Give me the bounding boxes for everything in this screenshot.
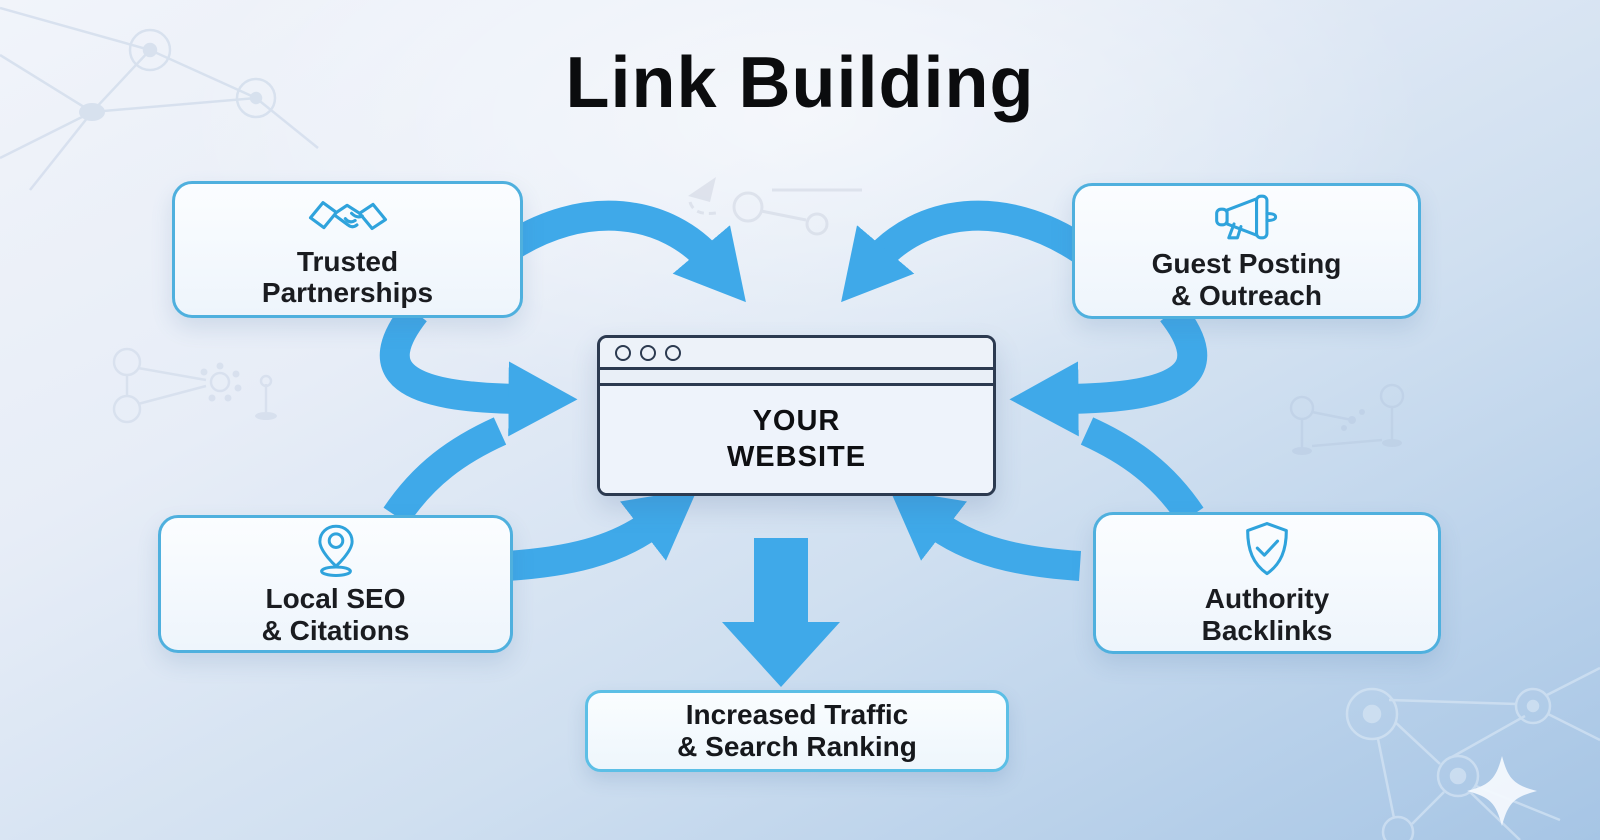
browser-addressbar <box>600 370 993 386</box>
swirl-arc-bottom-right <box>1080 417 1204 525</box>
location-pin-icon <box>317 524 354 578</box>
network-watermark-top-left <box>0 6 319 191</box>
arrow-center-down <box>722 538 840 687</box>
your-website-window: YOUR WEBSITE <box>597 335 996 496</box>
your-website-label: YOUR WEBSITE <box>726 405 867 473</box>
arrow-top-left-to-center-left <box>379 302 578 437</box>
handshake-icon <box>308 200 387 230</box>
network-watermark-bottom-right <box>1345 666 1600 840</box>
card-label: Trusted Partnerships <box>261 245 434 308</box>
browser-content: YOUR WEBSITE <box>600 386 993 493</box>
window-dot-icon <box>640 344 656 361</box>
card-label: Guest Posting & Outreach <box>1151 248 1342 311</box>
card-label: Local SEO & Citations <box>261 583 410 646</box>
swirl-arc-bottom-left <box>383 417 507 525</box>
network-watermark-right <box>1289 383 1405 455</box>
arrow-top-left-to-center-top <box>496 200 746 303</box>
card-authority-backlinks: Authority Backlinks <box>1093 512 1441 654</box>
arrow-bottom-right-to-center-bottom <box>889 488 1082 581</box>
sparkle-icon <box>1467 756 1537 826</box>
window-dot-icon <box>615 344 631 361</box>
arrow-bottom-left-to-center-bottom <box>505 488 698 581</box>
card-local-seo-citations: Local SEO & Citations <box>158 515 513 653</box>
card-trusted-partnerships: Trusted Partnerships <box>172 181 523 318</box>
result-box-increased-traffic: Increased Traffic & Search Ranking <box>585 690 1009 772</box>
shield-check-icon <box>1246 522 1288 576</box>
megaphone-icon <box>1214 194 1277 240</box>
arrow-top-right-to-center-top <box>841 200 1091 303</box>
card-label: Authority Backlinks <box>1201 583 1333 646</box>
page-title: Link Building <box>565 43 1035 123</box>
window-dot-icon <box>665 344 681 361</box>
arrow-top-right-to-center-right <box>1009 302 1208 437</box>
result-label: Increased Traffic & Search Ranking <box>677 698 917 762</box>
flow-watermark-top-center <box>688 177 862 236</box>
card-guest-posting-outreach: Guest Posting & Outreach <box>1072 183 1421 319</box>
browser-titlebar <box>600 338 993 370</box>
network-watermark-left <box>112 347 277 424</box>
